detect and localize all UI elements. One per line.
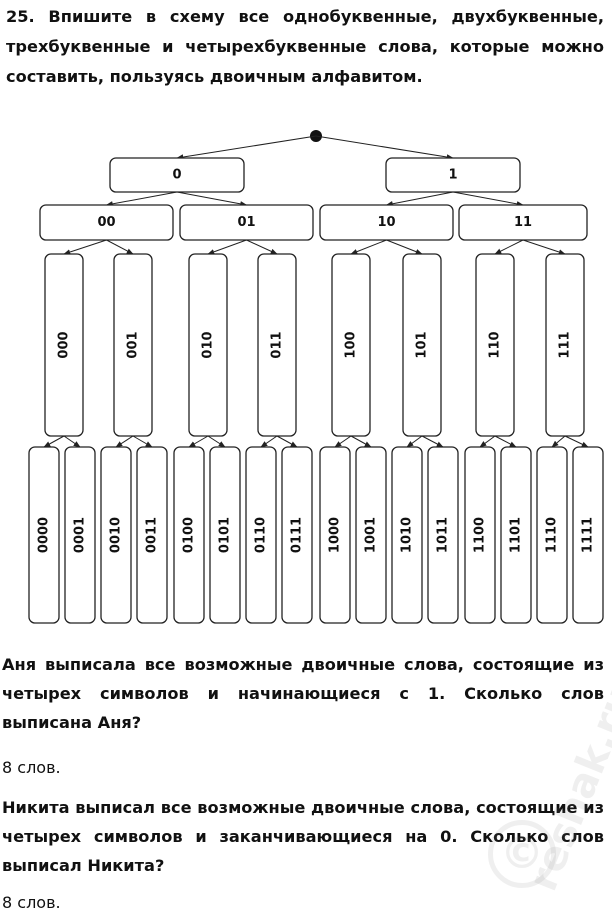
node-001: 001 [113,253,153,437]
node-000: 000 [44,253,84,437]
node-1100-label: 1100 [473,517,488,553]
arrow-100-1000 [334,435,352,448]
node-0110-label: 0110 [254,517,269,553]
arrow-001-0010 [115,435,134,448]
node-011: 011 [257,253,297,437]
node-0101: 0101 [209,446,241,624]
node-10-label: 10 [377,215,395,230]
node-110: 110 [475,253,515,437]
node-100: 100 [331,253,371,437]
node-0001: 0001 [64,446,96,624]
node-1010-label: 1010 [400,517,415,553]
node-1011: 1011 [427,446,459,624]
node-1010: 1010 [391,446,423,624]
question-anya: Аня выписала все возможные двоичные слов… [2,655,604,732]
node-011-label: 011 [270,331,285,358]
node-110-label: 110 [488,331,503,358]
arrow-010-0100 [188,435,209,448]
answer-nikita: 8 слов. [2,893,61,912]
arrow-01-011 [246,239,278,255]
node-0-label: 0 [172,168,181,183]
arrow-root-1 [315,135,454,160]
node-1000-label: 1000 [328,517,343,553]
node-0000-label: 0000 [37,517,52,553]
node-0011: 0011 [136,446,168,624]
node-0110: 0110 [245,446,277,624]
node-111: 111 [545,253,585,437]
node-0010: 0010 [100,446,132,624]
node-001-label: 001 [126,331,141,358]
node-1011-label: 1011 [436,517,451,553]
question-nikita: Никита выписал все возможные двоичные сл… [2,798,604,875]
node-0101-label: 0101 [218,517,233,553]
arrow-01-010 [207,239,247,255]
node-1-label: 1 [448,168,457,183]
node-1100: 1100 [464,446,496,624]
node-010-label: 010 [201,331,216,358]
node-00: 00 [39,204,174,241]
node-1101: 1101 [500,446,532,624]
arrow-111-1111 [564,435,589,448]
node-00-label: 00 [97,215,115,230]
node-01: 01 [179,204,314,241]
node-0001-label: 0001 [73,517,88,553]
node-01-label: 01 [237,215,255,230]
arrow-1-10 [385,191,454,207]
node-0100-label: 0100 [182,517,197,553]
node-0010-label: 0010 [109,517,124,553]
arrow-10-100 [350,239,387,255]
node-0000: 0000 [28,446,60,624]
watermark-copyright-icon: © [488,820,556,888]
answer-anya: 8 слов. [2,758,61,777]
node-1111: 1111 [572,446,604,624]
node-1110-label: 1110 [545,517,560,553]
arrow-0-01 [176,191,248,207]
node-0: 0 [109,157,245,193]
task-text: 25. Впишите в схему все однобуквенные, д… [6,7,604,86]
node-0111-label: 0111 [290,517,305,553]
node-101-label: 101 [415,331,430,358]
arrow-10-101 [386,239,423,255]
node-1110: 1110 [536,446,568,624]
node-1001-label: 1001 [364,517,379,553]
arrow-1-11 [452,191,524,207]
arrow-100-1001 [350,435,372,448]
node-1000: 1000 [319,446,351,624]
arrow-11-111 [522,239,566,255]
node-11-label: 11 [514,215,532,230]
arrow-010-0101 [207,435,226,448]
node-101: 101 [402,253,442,437]
arrow-000-0000 [43,435,65,448]
arrow-000-0001 [63,435,81,448]
node-1111-label: 1111 [581,517,596,553]
node-1001: 1001 [355,446,387,624]
node-0111: 0111 [281,446,313,624]
arrow-101-1010 [406,435,423,448]
node-010: 010 [188,253,228,437]
arrow-0-00 [105,191,178,207]
tree-arrows [43,135,589,448]
node-1: 1 [385,157,521,193]
arrow-001-0011 [132,435,153,448]
arrow-11-110 [494,239,524,255]
arrow-110-1100 [479,435,496,448]
arrow-00-000 [63,239,107,255]
arrow-110-1101 [494,435,517,448]
arrow-111-1110 [551,435,566,448]
arrow-011-0111 [276,435,298,448]
node-100-label: 100 [344,331,359,358]
node-000-label: 000 [57,331,72,358]
node-1101-label: 1101 [509,517,524,553]
arrow-011-0110 [260,435,278,448]
arrow-root-0 [176,135,317,160]
node-111-label: 111 [558,331,573,358]
arrow-00-001 [106,239,134,255]
node-11: 11 [458,204,588,241]
node-0100: 0100 [173,446,205,624]
node-10: 10 [319,204,454,241]
arrow-101-1011 [421,435,444,448]
node-0011-label: 0011 [145,517,160,553]
